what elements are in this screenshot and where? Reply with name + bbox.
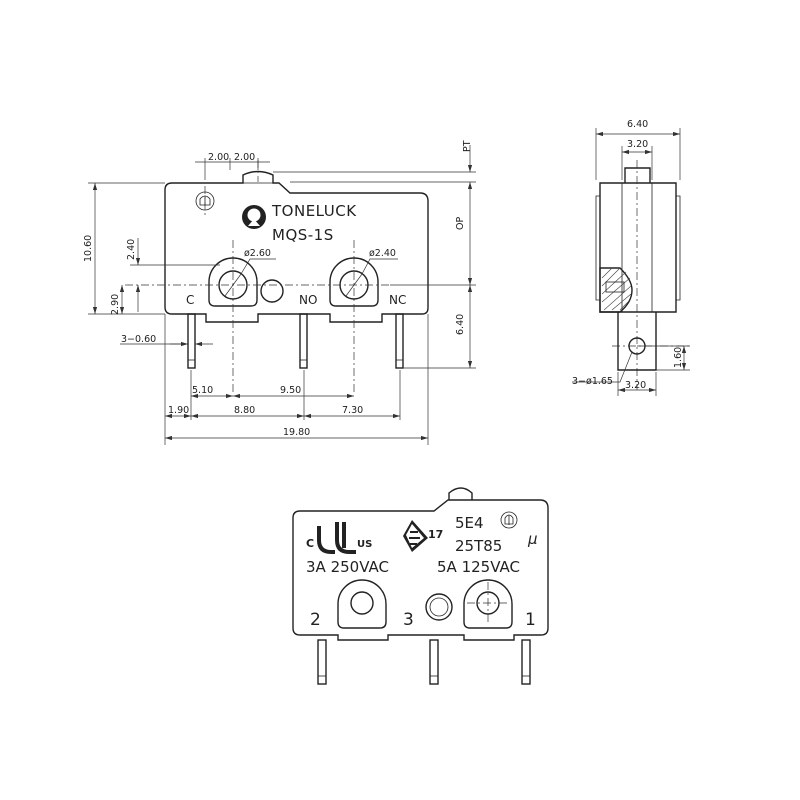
dim-right-height: 6.40 [455, 314, 466, 335]
back-pins [317, 639, 531, 685]
dim-510: 5.10 [192, 385, 213, 396]
pin-2-label: 2 [310, 610, 321, 630]
dim-pt: PT [462, 140, 473, 152]
dim-hole-offset: 2.40 [126, 239, 137, 260]
ul-mark-icon [317, 522, 356, 554]
front-pins [187, 313, 404, 369]
dim-hole-height: 2.90 [110, 294, 121, 315]
terminal-nc-label: NC [389, 293, 406, 307]
hatch-section [601, 267, 632, 311]
cert-c-label: C [306, 537, 314, 550]
center-pin-circle [260, 279, 284, 303]
toneluck-logo-icon [242, 205, 266, 229]
ground-mark-icon [195, 186, 215, 216]
dim-top-a: 2.00 [208, 152, 229, 163]
rating-line-1: 3A 250VAC [306, 558, 389, 576]
dim-hole-left: ø2.60 [244, 248, 271, 259]
dim-pin-width: 3−0.60 [121, 334, 156, 345]
terminal-no-label: NO [299, 293, 317, 307]
cert-us-label: US [357, 539, 372, 550]
pin-1-label: 1 [525, 610, 536, 630]
dim-side-inner: 3.20 [627, 139, 648, 150]
ground-mark-icon [500, 511, 518, 529]
dim-190: 1.90 [168, 405, 189, 416]
back-body-outline [292, 499, 549, 641]
back-hole-right [463, 579, 513, 629]
dim-top-b: 2.00 [234, 152, 255, 163]
dim-880: 8.80 [234, 405, 255, 416]
side-body-outline [599, 182, 677, 313]
dim-side-width: 6.40 [627, 119, 648, 130]
model-label: MQS-1S [272, 226, 334, 244]
dim-950: 9.50 [280, 385, 301, 396]
micro-symbol: μ [527, 530, 538, 548]
dim-side-pin-spacing: 3.20 [625, 380, 646, 391]
enec-mark-icon [403, 520, 428, 552]
dim-op: OP [455, 217, 466, 230]
back-hole-left [337, 579, 387, 629]
dim-width: 19.80 [283, 427, 310, 438]
dim-side-hole-height: 1.60 [673, 347, 684, 368]
enec-number: 17 [428, 528, 443, 541]
side-view: 6.40 3.20 1.60 3.20 3−ø1.65 [572, 119, 690, 396]
pin-3-label: 3 [403, 610, 414, 630]
dim-730: 7.30 [342, 405, 363, 416]
front-body-outline [164, 170, 429, 323]
terminal-c-label: C [186, 293, 194, 307]
rating-code: 5E4 [455, 514, 484, 532]
temp-code: 25T85 [455, 537, 502, 555]
dim-height: 10.60 [83, 235, 94, 262]
dim-side-pin-holes: 3−ø1.65 [572, 376, 613, 387]
dim-hole-right: ø2.40 [369, 248, 396, 259]
back-view: C US 17 5E4 25T85 μ 3A 250VAC 5A 125VAC [292, 487, 549, 685]
back-center-circle [425, 593, 453, 621]
front-view: TONELUCK MQS-1S C NO NC [83, 140, 476, 445]
brand-label: TONELUCK [271, 202, 357, 220]
rating-line-2: 5A 125VAC [437, 558, 520, 576]
mount-hole-right [329, 257, 379, 307]
